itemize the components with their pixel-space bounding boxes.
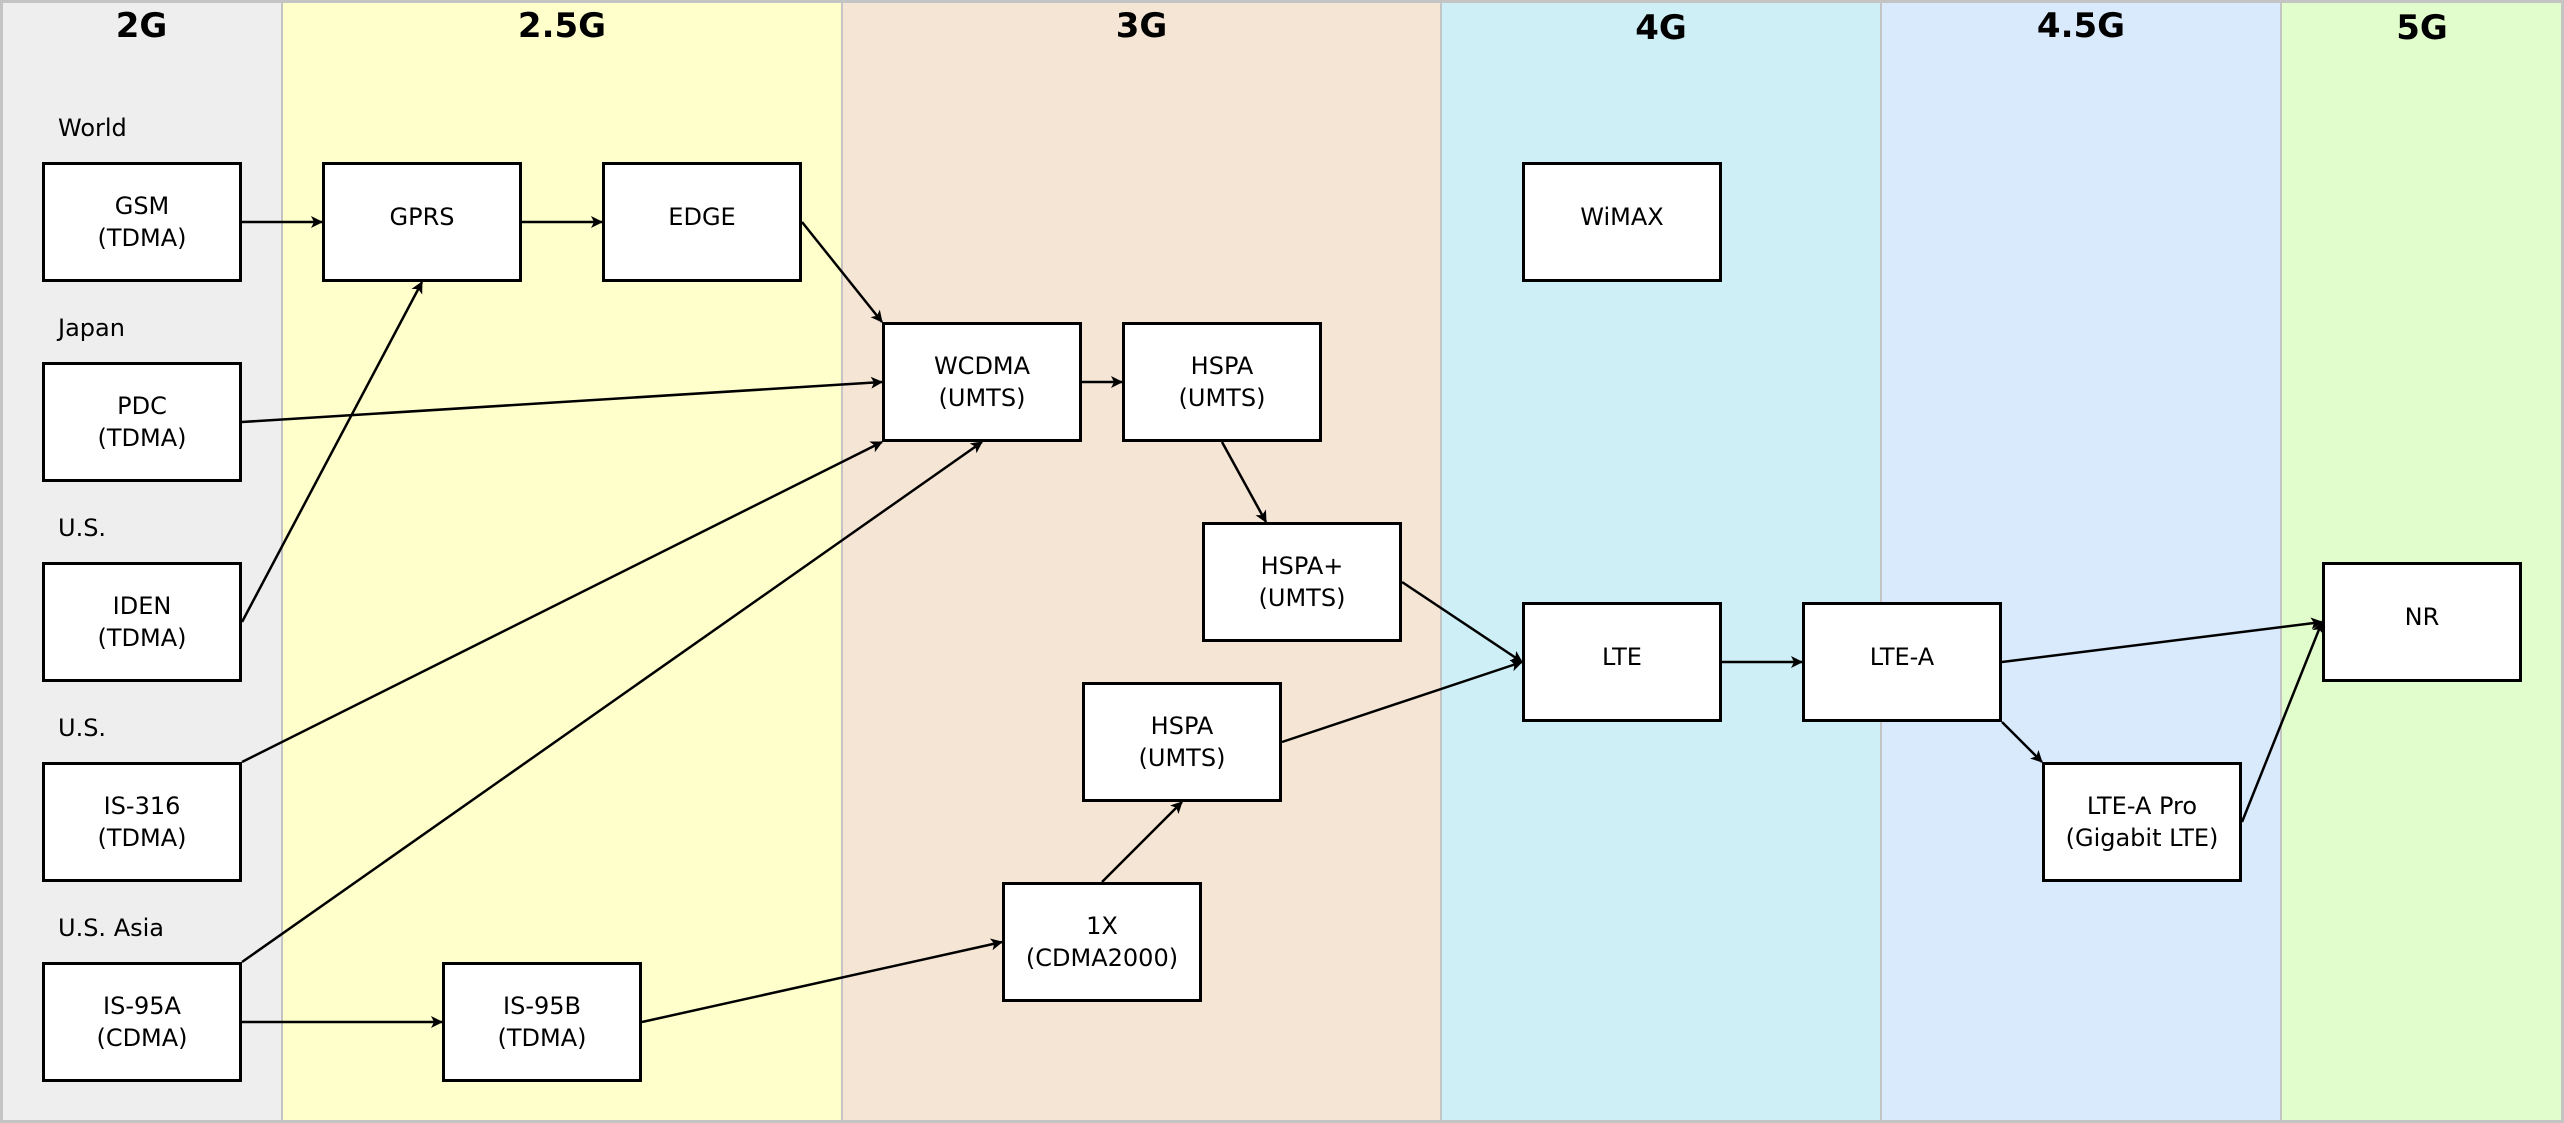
region-label-world: World [58,114,127,142]
node-is-95a-tech: (CDMA) [96,1024,188,1052]
column-title-3g: 3G [1115,6,1168,46]
node-1x-cdma2000[interactable]: 1X (CDMA2000) [1002,882,1202,1002]
arrow-edge-to-wcdma [801,221,883,323]
node-pdc-tech: (TDMA) [97,424,187,452]
node-gsm-tech: (TDMA) [97,224,187,252]
arrow-hspa1-to-hspaplus [1220,441,1268,523]
node-1x-name: 1X [1086,912,1118,940]
node-hspa-plus-tech: (UMTS) [1258,584,1346,612]
arrow-ltea-to-nr [2001,617,2323,664]
node-wimax-name: WiMAX [1580,203,1664,231]
node-iden[interactable]: IDEN (TDMA) [42,562,242,682]
column-title-5g: 5G [2396,8,2448,48]
node-wcdma[interactable]: WCDMA (UMTS) [882,322,1082,442]
node-wcdma-name: WCDMA [933,352,1031,380]
node-lte-a-pro-tech: (Gigabit LTE) [2065,824,2219,852]
region-label-us: U.S. [58,514,107,542]
arrow-is316-to-wcdma [241,440,883,764]
node-lte-name: LTE [1602,643,1642,671]
node-hspa-upper-tech: (UMTS) [1178,384,1266,412]
arrow-pdc-to-wcdma [241,376,883,424]
arrow-onex-to-hspa2 [1101,801,1183,883]
node-iden-tech: (TDMA) [97,624,187,652]
node-lte-a-pro-name: LTE-A Pro [2086,792,2198,820]
node-hspa-upper-name: HSPA [1190,352,1254,380]
node-pdc[interactable]: PDC (TDMA) [42,362,242,482]
node-lte-a-name: LTE-A [1869,643,1935,671]
node-hspa-plus[interactable]: HSPA+ (UMTS) [1202,522,1402,642]
column-title-4-5g: 4.5G [2036,6,2126,46]
node-lte[interactable]: LTE [1522,602,1722,722]
node-gprs[interactable]: GPRS [322,162,522,282]
arrow-lteapro-to-nr [2240,621,2324,823]
column-title-4g: 4G [1635,8,1687,48]
node-hspa-umts-upper[interactable]: HSPA (UMTS) [1122,322,1322,442]
node-is-316-tech: (TDMA) [97,824,187,852]
node-edge-name: EDGE [668,203,736,231]
node-is-316[interactable]: IS-316 (TDMA) [42,762,242,882]
node-wcdma-tech: (UMTS) [938,384,1026,412]
arrow-hspa2-to-lte [1281,659,1523,744]
column-4-5g: 4.5G [1882,2,2282,1121]
node-gsm[interactable]: GSM (TDMA) [42,162,242,282]
column-title-2g: 2G [115,6,168,46]
node-hspa-plus-name: HSPA+ [1260,552,1344,580]
node-is-95b-tech: (TDMA) [497,1024,587,1052]
region-label-japan: Japan [58,314,125,342]
region-label-us-asia: U.S. Asia [58,914,164,942]
arrow-hspaplus-to-lte [1401,580,1523,664]
node-hspa-lower-name: HSPA [1150,712,1214,740]
node-hspa-lower-tech: (UMTS) [1138,744,1226,772]
node-wimax[interactable]: WiMAX [1522,162,1722,282]
node-nr[interactable]: NR [2322,562,2522,682]
column-title-2-5g: 2.5G [517,6,607,46]
node-is-95b[interactable]: IS-95B (TDMA) [442,962,642,1082]
node-gsm-name: GSM [114,192,170,220]
node-gprs-name: GPRS [389,203,455,231]
arrow-is95b-to-onex [641,938,1003,1024]
region-label-us-2: U.S. [58,714,107,742]
node-is-95b-name: IS-95B [503,992,581,1020]
node-lte-a[interactable]: LTE-A [1802,602,2002,722]
node-1x-tech: (CDMA2000) [1025,944,1179,972]
node-nr-name: NR [2404,603,2440,631]
arrow-is95a-to-wcdma [241,440,983,964]
node-edge[interactable]: EDGE [602,162,802,282]
node-hspa-umts-lower[interactable]: HSPA (UMTS) [1082,682,1282,802]
arrow-iden-to-gprs [240,281,424,623]
node-is-95a[interactable]: IS-95A (CDMA) [42,962,242,1082]
node-lte-a-pro[interactable]: LTE-A Pro (Gigabit LTE) [2042,762,2242,882]
node-pdc-name: PDC [117,392,167,420]
node-is-316-name: IS-316 [103,792,181,820]
column-5g: 5G [2282,2,2562,1121]
arrow-ltea-to-lteapro [2001,721,2043,763]
node-is-95a-name: IS-95A [103,992,181,1020]
node-iden-name: IDEN [112,592,172,620]
